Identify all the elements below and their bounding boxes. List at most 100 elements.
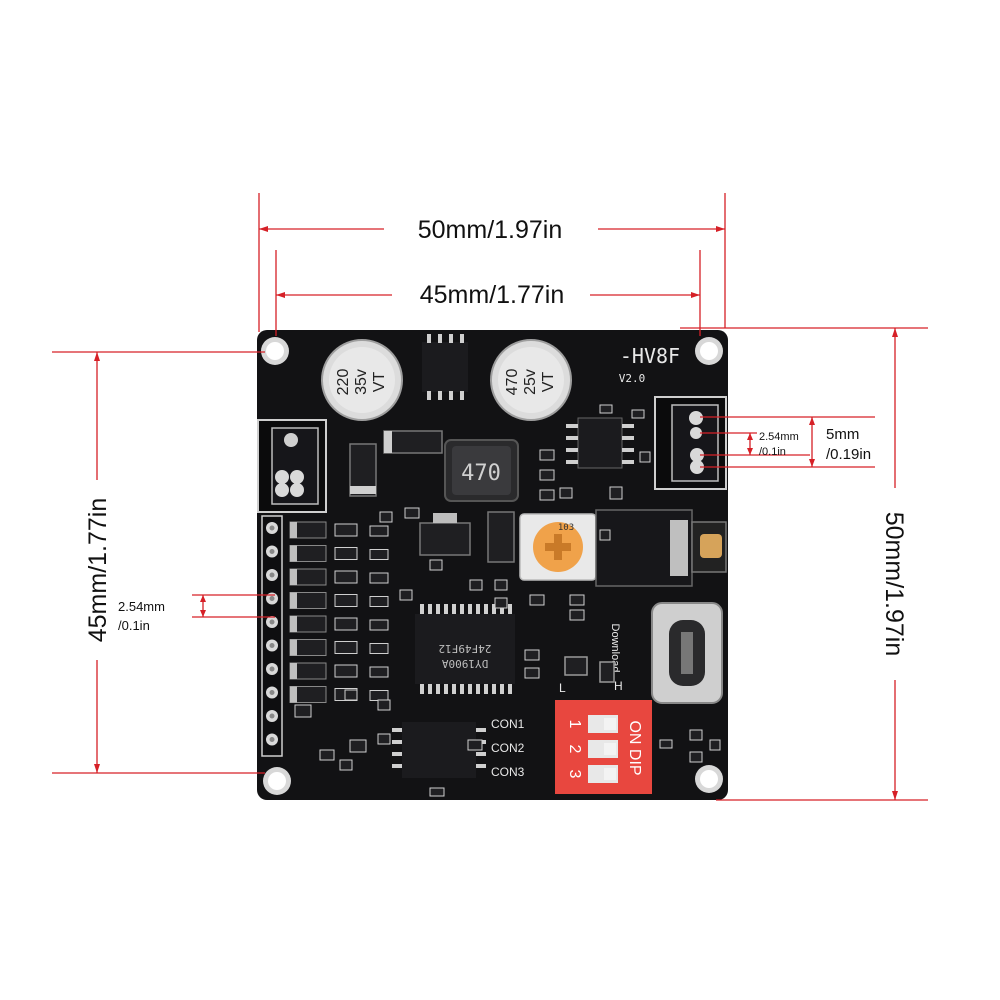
header-pin-hole: [269, 690, 275, 695]
dip-on-label: ON DIP: [626, 720, 643, 775]
smd-resistor: [334, 523, 358, 537]
con2-label: CON2: [491, 741, 525, 755]
main-chip: 24F49F12 DY1900A: [415, 604, 515, 694]
dim-top-outer: 50mm/1.97in: [418, 216, 563, 244]
smd-resistor: [369, 572, 389, 584]
diode-left: [349, 443, 377, 497]
cap-right-line1: 470: [504, 369, 521, 396]
dip-num-1: 1: [566, 720, 583, 729]
chip-pin: [436, 604, 440, 614]
smd-diode-band: [290, 545, 297, 562]
flash-chip: [392, 722, 486, 778]
smd-part: [609, 486, 623, 500]
smd-part: [377, 733, 391, 745]
dim-pin-pitch-in: /0.1in: [118, 618, 150, 633]
main-chip-line1: 24F49F12: [439, 642, 492, 655]
smd-part: [539, 469, 555, 481]
diode-mid: [487, 511, 515, 563]
chip-pin: [444, 604, 448, 614]
smd-part: [429, 559, 443, 571]
inductor: 470: [444, 439, 519, 502]
cap-left-line3: VT: [371, 372, 388, 393]
smd-part: [339, 759, 353, 771]
smd-part: [379, 511, 393, 523]
speaker-terminal: [654, 396, 727, 490]
chip-pin: [500, 684, 504, 694]
dim-left-vertical: 45mm/1.77in: [84, 498, 112, 643]
smd-part: [524, 649, 540, 661]
smd-components: [294, 404, 721, 797]
chip-pin: [500, 604, 504, 614]
smd-part: [539, 489, 555, 501]
cap-right-line3: VT: [540, 372, 557, 393]
board-model: -HV8F: [620, 344, 680, 368]
download-label: Download: [609, 624, 621, 673]
con3-label: CON3: [491, 765, 525, 779]
chip-pin: [460, 604, 464, 614]
smd-resistor: [334, 570, 358, 584]
chip-pin: [428, 684, 432, 694]
header-pin-hole: [269, 619, 275, 625]
pot-marking: 103: [558, 523, 574, 533]
smd-part: [539, 449, 555, 461]
smd-part: [377, 699, 391, 711]
smd-part: [469, 579, 483, 591]
header-pin-hole: [269, 549, 275, 554]
chip-pin: [508, 684, 512, 694]
header-pin-hole: [269, 572, 275, 578]
dim-terminal-in: /0.19in: [826, 446, 871, 463]
pcb-board: 220 35v VT 470 25v VT -HV8F V2.0: [257, 330, 728, 800]
usb-c-port: [651, 602, 723, 704]
smd-part: [494, 597, 508, 609]
header-pin-hole: [269, 737, 275, 742]
capacitor-220uf: 220 35v VT: [321, 339, 403, 421]
dip-num-3: 3: [566, 770, 583, 779]
h-label: H: [614, 679, 623, 693]
mounting-hole-tr: [695, 337, 723, 365]
cap-right-line2: 25v: [522, 369, 539, 395]
chip-pin: [476, 684, 480, 694]
smd-resistor: [369, 619, 389, 631]
smd-part: [639, 451, 651, 463]
dim-pin-pitch-mm: 2.54mm: [118, 599, 165, 614]
download-button[interactable]: [564, 656, 615, 683]
chip-pin: [452, 684, 456, 694]
pin-header: [261, 515, 283, 757]
chip-pin: [452, 604, 456, 614]
smd-diode-band: [290, 639, 297, 656]
chip-pin: [468, 684, 472, 694]
amplifier-chip: [566, 417, 634, 469]
con1-label: CON1: [491, 717, 525, 731]
chip-pin: [508, 604, 512, 614]
chip-pin: [468, 604, 472, 614]
smd-part: [659, 739, 673, 749]
ss34-diode: [383, 430, 443, 454]
inductor-label: 470: [461, 461, 501, 486]
chip-pin: [460, 684, 464, 694]
smd-part: [599, 404, 613, 414]
mounting-hole-br: [695, 765, 723, 793]
power-terminal: [257, 419, 327, 513]
cap-left-line1: 220: [335, 369, 352, 396]
smd-diode-band: [290, 592, 297, 609]
volume-potentiometer: 103: [519, 513, 597, 581]
smd-resistor: [334, 594, 358, 607]
smd-resistor: [334, 664, 358, 678]
dip-num-2: 2: [566, 745, 583, 754]
smd-part: [599, 529, 611, 541]
smd-part: [294, 704, 312, 718]
chip-pin: [492, 604, 496, 614]
dimension-annotations: [52, 193, 928, 801]
chip-pin: [444, 684, 448, 694]
smd-resistor: [334, 641, 358, 654]
smd-resistor: [334, 617, 358, 631]
dip-switch[interactable]: 1 2 3 ON DIP: [555, 700, 652, 794]
chip-pin: [420, 684, 424, 694]
smd-part: [689, 729, 703, 741]
smd-part: [404, 507, 420, 519]
smd-part: [399, 589, 413, 601]
smd-diode-band: [290, 686, 297, 703]
smd-part: [429, 787, 445, 797]
header-pin-hole: [269, 666, 275, 672]
